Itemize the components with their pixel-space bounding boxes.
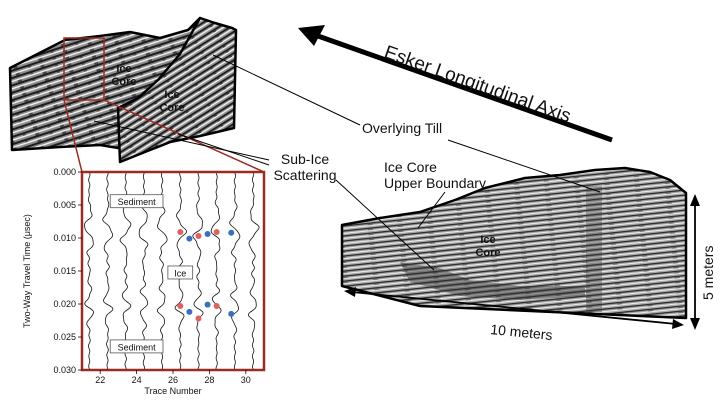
label-box (167, 265, 194, 280)
zoom-line-left (63, 99, 83, 173)
y-ticks: 0.000 0.005 0.010 0.015 0.020 0.025 0.030 (53, 167, 82, 375)
x-tick-label: 30 (241, 375, 251, 385)
red-pick-marker (177, 302, 184, 309)
y-tick-label: 0.005 (53, 200, 76, 210)
ice-core-label-2b: Core (159, 102, 184, 114)
label-box-text: Sediment (118, 197, 157, 207)
overlying-till-label: Overlying Till (362, 120, 442, 136)
x-ticks: 22 24 26 28 30 (95, 370, 251, 385)
seismic-trace (229, 172, 241, 370)
red-pick-marker (195, 315, 202, 322)
y-tick-label: 0.020 (53, 299, 76, 309)
upper-boundary-label-2: Upper Boundary (384, 175, 486, 191)
esker-axis-label: Esker Longitudinal Axis (381, 42, 573, 127)
y-tick-label: 0.030 (53, 365, 76, 375)
radargram-panel-right (116, 16, 238, 164)
blue-pick-marker (228, 310, 235, 317)
blue-pick-marker (228, 229, 235, 236)
inset-xlabel: Trace Number (144, 386, 201, 396)
seismic-trace (102, 172, 114, 370)
five-meters-label: 5 meters (700, 246, 716, 300)
five-meter-arrowhead-bottom (690, 318, 700, 330)
y-tick-label: 0.015 (53, 266, 76, 276)
till-leader-1 (212, 54, 361, 126)
x-tick-label: 28 (204, 375, 214, 385)
blue-pick-marker (186, 235, 193, 242)
y-tick-label: 0.000 (53, 167, 76, 177)
ten-meters-label: 10 meters (490, 321, 554, 343)
upper-boundary-label: Ice Core (384, 159, 437, 175)
red-pick-marker (213, 302, 220, 309)
blue-pick-marker (204, 231, 211, 238)
seismic-trace (192, 172, 204, 370)
blue-pick-marker (186, 308, 193, 315)
esker-axis-arrow (317, 33, 613, 143)
zoom-frame (63, 37, 105, 101)
ice-core-label-3: Ice (480, 234, 495, 246)
sub-ice-leader-1 (93, 120, 270, 161)
blue-pick-marker (204, 301, 211, 308)
ten-meter-arrowhead-right (672, 319, 684, 329)
ice-core-label-2: Ice (164, 89, 179, 101)
sub-ice-scattering-band (400, 262, 585, 300)
seismic-trace (210, 172, 222, 370)
x-tick-label: 22 (95, 375, 105, 385)
sub-ice-label-2: Scattering (273, 167, 336, 183)
till-leader-2 (447, 139, 601, 193)
y-tick-label: 0.010 (53, 233, 76, 243)
label-box-text: Ice (174, 268, 186, 278)
ice-core-label-1: Ice (116, 63, 131, 75)
sub-ice-leader-3 (335, 179, 435, 271)
red-pick-marker (177, 229, 184, 236)
esker-axis-arrowhead (298, 25, 325, 46)
red-pick-marker (195, 233, 202, 240)
inset-ylabel: Two-Way Travel Time (μsec) (22, 214, 32, 328)
x-tick-label: 24 (132, 375, 142, 385)
upper-boundary-leader (417, 191, 446, 229)
label-box-text: Sediment (118, 342, 157, 352)
seismic-trace (84, 172, 94, 370)
ten-meter-scale (351, 291, 677, 325)
ice-core-label-3b: Core (475, 247, 500, 259)
noise-column (586, 186, 602, 312)
x-tick-label: 26 (168, 375, 178, 385)
sub-ice-leader-2 (177, 133, 270, 166)
ten-meter-arrowhead-left (344, 287, 356, 297)
sub-ice-label: Sub-Ice (281, 151, 329, 167)
label-box (109, 194, 164, 209)
label-box (109, 339, 164, 354)
red-pick-marker (213, 229, 220, 236)
y-tick-label: 0.025 (53, 332, 76, 342)
five-meter-arrowhead-top (690, 194, 700, 206)
pick-markers (177, 229, 235, 322)
seismic-trace (247, 172, 260, 370)
ice-core-label-1b: Core (111, 76, 136, 88)
